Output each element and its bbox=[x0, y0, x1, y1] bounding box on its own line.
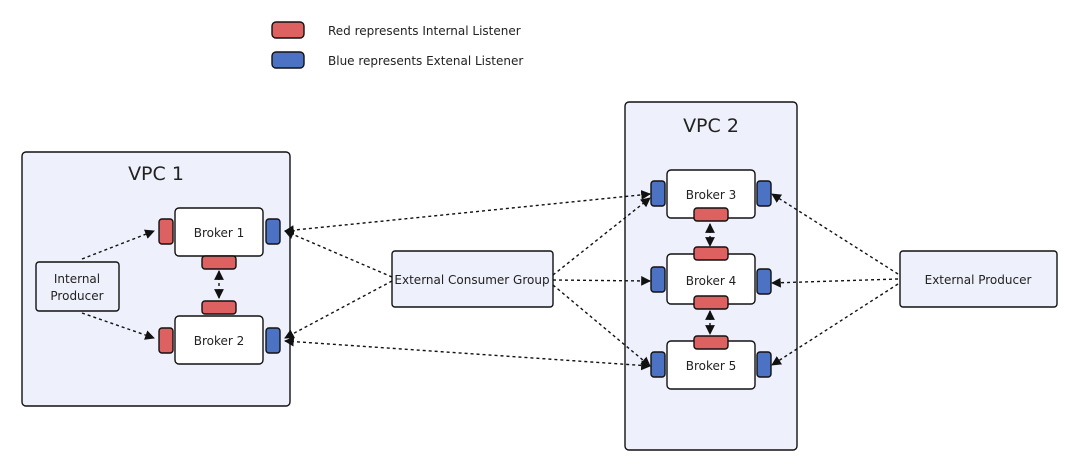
broker-5-external-listener-left bbox=[650, 351, 666, 378]
external-producer-label: External Producer bbox=[925, 273, 1032, 287]
broker-5: Broker 5 bbox=[650, 335, 772, 390]
broker-4-external-listener-right bbox=[756, 268, 772, 295]
ext-producer-to-broker-5-line bbox=[771, 283, 899, 366]
broker-2-external-listener bbox=[265, 327, 281, 354]
broker-3-internal-listener bbox=[693, 207, 729, 222]
vpc-2-title: VPC 2 bbox=[683, 115, 739, 137]
consumer-to-broker-4-line bbox=[552, 276, 651, 286]
broker-1-broker-3-link bbox=[284, 190, 651, 235]
broker-4-internal-listener-top bbox=[693, 246, 729, 261]
connections bbox=[81, 190, 899, 371]
external-consumer-group: External Consumer Group bbox=[391, 250, 554, 308]
broker-5-external-listener-right bbox=[756, 351, 772, 378]
broker-3: Broker 3 bbox=[650, 169, 772, 222]
broker-2-label: Broker 2 bbox=[194, 334, 245, 348]
consumer-to-broker-3-line bbox=[552, 197, 651, 276]
external-producer: External Producer bbox=[899, 250, 1058, 308]
legend-internal-swatch bbox=[271, 21, 305, 39]
internal-producer-label-line2: Producer bbox=[50, 289, 103, 303]
broker-1-external-listener bbox=[265, 218, 281, 245]
vpc-1-title: VPC 1 bbox=[128, 163, 184, 185]
broker-1: Broker 1 bbox=[158, 207, 281, 270]
internal-producer: Internal Producer bbox=[35, 261, 120, 312]
producer-to-broker-2-line bbox=[81, 312, 155, 340]
broker-2-internal-listener-top bbox=[201, 300, 237, 315]
broker-5-internal-listener-top bbox=[693, 335, 729, 350]
broker-2: Broker 2 bbox=[158, 300, 281, 365]
external-consumer-group-label: External Consumer Group bbox=[394, 273, 549, 287]
broker-3-external-listener-right bbox=[756, 180, 772, 207]
broker-4-label: Broker 4 bbox=[686, 274, 737, 288]
consumer-to-broker-1-line bbox=[284, 229, 393, 278]
external-producer-box bbox=[899, 250, 1058, 308]
legend-internal-label: Red represents Internal Listener bbox=[328, 24, 521, 38]
legend: Red represents Internal Listener Blue re… bbox=[271, 21, 523, 69]
broker-5-label: Broker 5 bbox=[686, 359, 737, 373]
broker-4-external-listener-left bbox=[650, 266, 666, 293]
consumer-to-broker-2-line bbox=[284, 280, 393, 339]
broker-1-label: Broker 1 bbox=[194, 226, 245, 240]
external-consumer-group-box bbox=[391, 250, 554, 308]
internal-producer-box bbox=[35, 261, 120, 312]
broker-4: Broker 4 bbox=[650, 246, 772, 310]
broker-2-broker-5-link bbox=[284, 336, 651, 371]
broker-4-internal-listener-bottom bbox=[693, 295, 729, 310]
broker-2-internal-listener bbox=[158, 327, 174, 354]
legend-external-swatch bbox=[271, 51, 305, 69]
producer-to-broker-1-line bbox=[81, 229, 155, 260]
broker-1-internal-listener bbox=[158, 218, 174, 245]
legend-external-label: Blue represents Extenal Listener bbox=[328, 54, 523, 68]
broker-1-internal-listener-bottom bbox=[201, 255, 237, 270]
internal-producer-label-line1: Internal bbox=[54, 272, 100, 286]
broker-3-external-listener-left bbox=[650, 180, 666, 207]
ext-producer-to-broker-3-line bbox=[771, 193, 899, 275]
broker-3-label: Broker 3 bbox=[686, 188, 737, 202]
broker-2-box bbox=[174, 315, 264, 365]
